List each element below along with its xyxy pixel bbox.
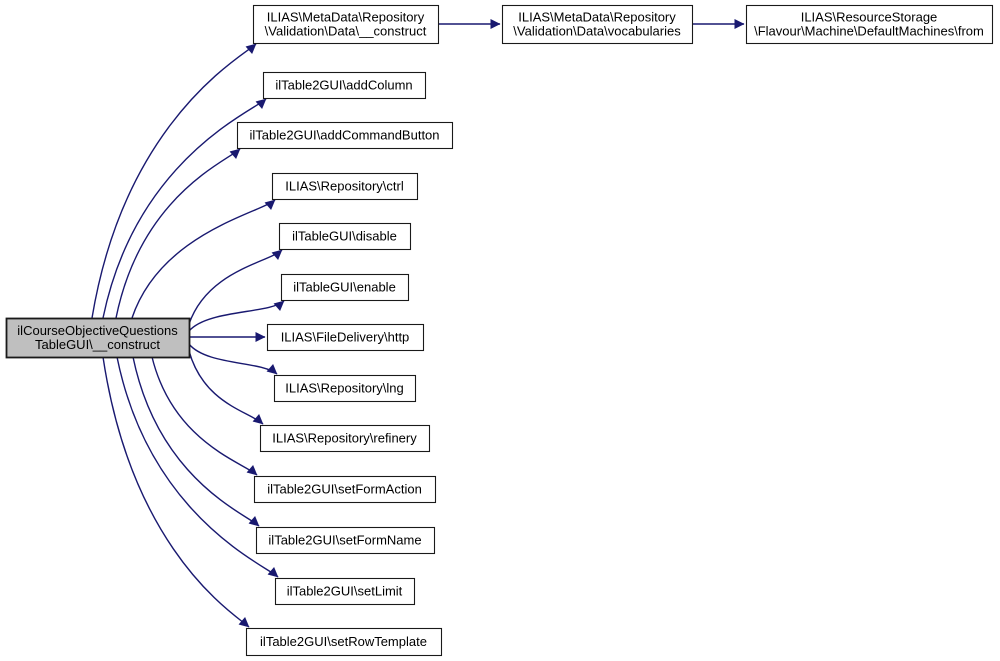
node-label-line: ILIAS\Repository\lng bbox=[285, 381, 404, 396]
node-disable[interactable]: ilTableGUI\disable bbox=[278, 222, 412, 251]
node-lng[interactable]: ILIAS\Repository\lng bbox=[273, 374, 417, 403]
node-box bbox=[745, 4, 994, 45]
node-box bbox=[255, 526, 436, 555]
node-label-line: ILIAS\MetaData\Repository bbox=[518, 10, 676, 25]
node-label-line: ilTableGUI\enable bbox=[293, 280, 396, 295]
node-box bbox=[266, 323, 425, 352]
node-label-line: ilTable2GUI\addColumn bbox=[275, 78, 412, 93]
node-box bbox=[280, 273, 410, 302]
node-label-line: ilCourseObjectiveQuestions bbox=[17, 323, 178, 338]
node-ctrl[interactable]: ILIAS\Repository\ctrl bbox=[271, 172, 419, 201]
node-label-line: ilTable2GUI\addCommandButton bbox=[249, 128, 439, 143]
edge-root-to-setFormName bbox=[132, 356, 260, 527]
node-label-line: ilTableGUI\disable bbox=[292, 229, 397, 244]
node-label-line: \Validation\Data\vocabularies bbox=[513, 24, 681, 39]
node-default_from[interactable]: ILIAS\ResourceStorage\Flavour\Machine\De… bbox=[745, 4, 994, 45]
node-box bbox=[236, 121, 454, 150]
edge-root-to-addColumn bbox=[102, 98, 267, 319]
node-md_construct[interactable]: ILIAS\MetaData\Repository\Validation\Dat… bbox=[252, 4, 440, 45]
node-setFormAction[interactable]: ilTable2GUI\setFormAction bbox=[253, 475, 437, 504]
node-label-line: ilTable2GUI\setLimit bbox=[287, 584, 403, 599]
node-label-line: ilTable2GUI\setRowTemplate bbox=[260, 634, 427, 649]
node-label-line: ILIAS\Repository\ctrl bbox=[285, 179, 404, 194]
edge-root-to-refinery bbox=[188, 350, 264, 425]
node-label-line: TableGUI\__construct bbox=[35, 337, 160, 352]
node-box bbox=[252, 4, 440, 45]
edge-root-to-addCommandButton bbox=[115, 148, 241, 319]
node-refinery[interactable]: ILIAS\Repository\refinery bbox=[259, 424, 431, 453]
node-enable[interactable]: ilTableGUI\enable bbox=[280, 273, 410, 302]
node-vocabularies[interactable]: ILIAS\MetaData\Repository\Validation\Dat… bbox=[501, 4, 694, 45]
node-label-line: ILIAS\MetaData\Repository bbox=[267, 10, 425, 25]
node-label-line: ilTable2GUI\setFormName bbox=[268, 533, 421, 548]
edge-root-to-setLimit bbox=[116, 356, 279, 578]
node-box bbox=[278, 222, 412, 251]
node-box bbox=[262, 71, 427, 100]
node-box bbox=[5, 317, 191, 359]
node-setFormName[interactable]: ilTable2GUI\setFormName bbox=[255, 526, 436, 555]
node-addCommandButton[interactable]: ilTable2GUI\addCommandButton bbox=[236, 121, 454, 150]
node-box bbox=[245, 627, 443, 657]
node-setRowTemplate[interactable]: ilTable2GUI\setRowTemplate bbox=[245, 627, 443, 657]
node-box bbox=[274, 577, 416, 606]
node-box bbox=[253, 475, 437, 504]
node-box bbox=[501, 4, 694, 45]
node-root[interactable]: ilCourseObjectiveQuestionsTableGUI\__con… bbox=[5, 317, 191, 359]
node-label-line: \Validation\Data\__construct bbox=[265, 24, 427, 39]
edge-root-to-setFormAction bbox=[151, 356, 258, 476]
edge-root-to-disable bbox=[188, 249, 283, 325]
node-box bbox=[273, 374, 417, 403]
node-box bbox=[259, 424, 431, 453]
node-label-line: \Flavour\Machine\DefaultMachines\from bbox=[754, 24, 984, 39]
node-setLimit[interactable]: ilTable2GUI\setLimit bbox=[274, 577, 416, 606]
node-label-line: ILIAS\ResourceStorage bbox=[801, 10, 938, 25]
node-http[interactable]: ILIAS\FileDelivery\http bbox=[266, 323, 425, 352]
node-label-line: ILIAS\FileDelivery\http bbox=[281, 330, 410, 345]
node-label-line: ILIAS\Repository\refinery bbox=[272, 431, 417, 446]
node-addColumn[interactable]: ilTable2GUI\addColumn bbox=[262, 71, 427, 100]
edge-root-to-md_construct bbox=[91, 43, 257, 319]
node-label-line: ilTable2GUI\setFormAction bbox=[267, 482, 422, 497]
edge-root-to-enable bbox=[188, 300, 285, 332]
edge-root-to-ctrl bbox=[131, 199, 276, 319]
node-box bbox=[271, 172, 419, 201]
edge-root-to-lng bbox=[188, 343, 278, 375]
edge-root-to-setRowTemplate bbox=[102, 356, 250, 628]
